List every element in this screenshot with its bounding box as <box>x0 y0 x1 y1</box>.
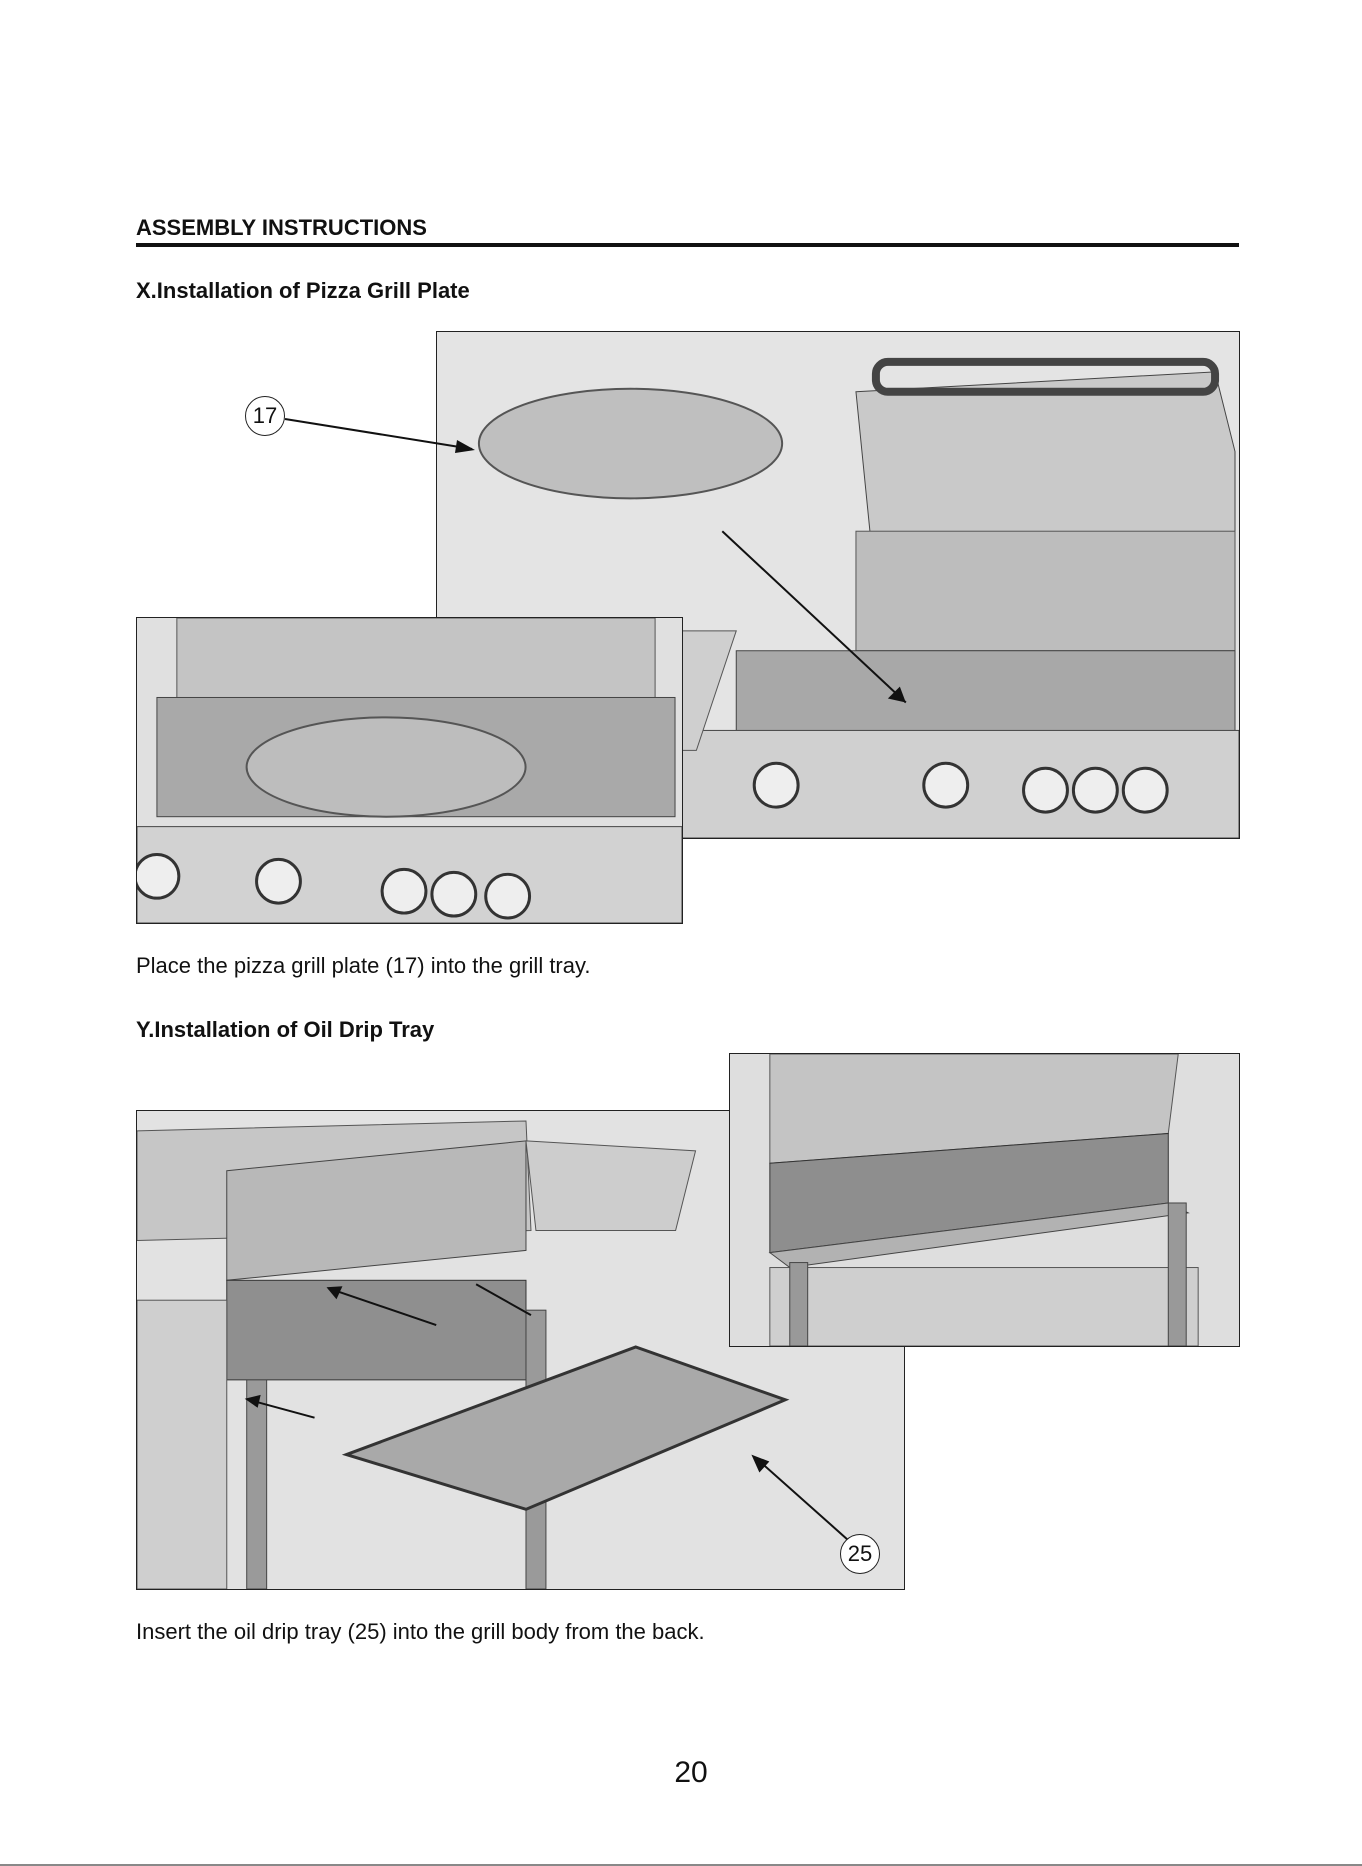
pizza-plate-figure-inset <box>136 617 683 924</box>
section-x-caption: Place the pizza grill plate (17) into th… <box>136 953 590 979</box>
section-y-heading: Y.Installation of Oil Drip Tray <box>136 1017 434 1043</box>
header-rule <box>136 243 1239 247</box>
callout-17-leader-arrow <box>280 405 480 455</box>
callout-25: 25 <box>840 1534 880 1574</box>
callout-17: 17 <box>245 396 285 436</box>
drip-tray-figure-inset <box>729 1053 1240 1347</box>
section-y-caption: Insert the oil drip tray (25) into the g… <box>136 1619 705 1645</box>
section-header: ASSEMBLY INSTRUCTIONS <box>136 215 427 241</box>
drip-tray-closeup-illustration <box>730 1054 1239 1346</box>
grill-closeup-illustration <box>137 618 682 923</box>
page-number: 20 <box>0 1756 1362 1790</box>
section-x-heading: X.Installation of Pizza Grill Plate <box>136 278 470 304</box>
